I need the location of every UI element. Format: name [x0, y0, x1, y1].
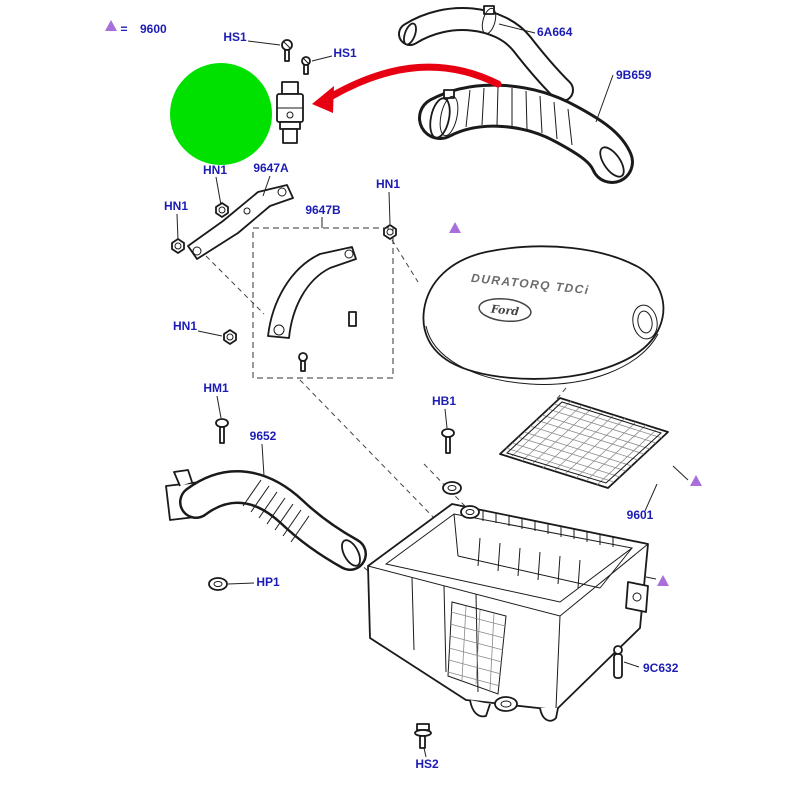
duct-corrugations — [242, 479, 310, 543]
nut-hn1-c — [383, 224, 397, 240]
label-hp1: HP1 — [256, 575, 280, 589]
label-hn1-b: HN1 — [164, 199, 188, 213]
label-9647b: 9647B — [305, 203, 341, 217]
label-hs2: HS2 — [415, 757, 439, 771]
label-hn1-a: HN1 — [203, 163, 227, 177]
housing-latch — [625, 581, 649, 613]
bracket-detail-box-9647b — [252, 227, 394, 379]
label-hn1-d: HN1 — [173, 319, 197, 333]
label-9c632: 9C632 — [643, 661, 679, 675]
washer-hp1 — [208, 577, 228, 591]
housing-texture — [447, 601, 507, 695]
grommet-2 — [460, 505, 480, 519]
label-9647a: 9647A — [253, 161, 289, 175]
label-hs1-upper: HS1 — [223, 30, 247, 44]
pointer-arrow — [312, 63, 502, 113]
label-9b659: 9B659 — [616, 68, 652, 82]
label-hb1: HB1 — [432, 394, 456, 408]
label-hs1-lower: HS1 — [333, 46, 357, 60]
reference-markers — [105, 20, 702, 586]
nut-hn1-b — [171, 238, 185, 254]
label-9600: 9600 — [140, 22, 167, 36]
label-hm1: HM1 — [203, 381, 229, 395]
bolt-hm1 — [215, 418, 229, 444]
highlight-marker — [170, 63, 272, 165]
cover-triangle-icon — [449, 222, 461, 233]
air-duct-9652 — [165, 469, 367, 571]
svg-text:Ford: Ford — [489, 302, 520, 318]
label-6a664: 6A664 — [537, 25, 573, 39]
pin-9c632 — [613, 645, 623, 679]
nut-hn1-d — [223, 329, 237, 345]
screw-hs2 — [414, 723, 432, 749]
leader-lines — [176, 23, 689, 758]
air-cleaner-cover: DURATORQ TDCi Ford — [422, 245, 665, 386]
label-9601: 9601 — [627, 508, 654, 522]
screw-hb1 — [441, 428, 455, 454]
part-labels: = 9600 HS1 HS1 6A664 9B659 HN1 9647A HN1… — [120, 22, 678, 771]
mounting-bracket-9647a — [187, 184, 294, 260]
label-9652: 9652 — [250, 429, 277, 443]
ford-logo: Ford — [478, 297, 532, 323]
grommet-1 — [442, 481, 462, 495]
air-intake-hose-main — [418, 83, 634, 184]
hose-clamp-6a664 — [481, 5, 497, 35]
filter-mesh — [505, 400, 663, 486]
legend-equals: = — [120, 22, 127, 36]
housing-triangle-icon — [657, 575, 669, 586]
filter-triangle-icon — [690, 475, 702, 486]
screw-hs1-upper — [281, 39, 293, 62]
hose-corrugations — [465, 86, 573, 146]
air-filter-element — [499, 397, 669, 489]
air-intake-hose-upper — [398, 5, 574, 102]
maf-sensor — [276, 81, 304, 144]
hose-clamp-left — [439, 89, 459, 137]
screw-hs1-lower — [301, 56, 311, 75]
label-hn1-c: HN1 — [376, 177, 400, 191]
air-cleaner-housing — [367, 503, 649, 722]
nut-hn1-a — [215, 202, 229, 218]
legend-triangle-icon — [105, 20, 117, 31]
